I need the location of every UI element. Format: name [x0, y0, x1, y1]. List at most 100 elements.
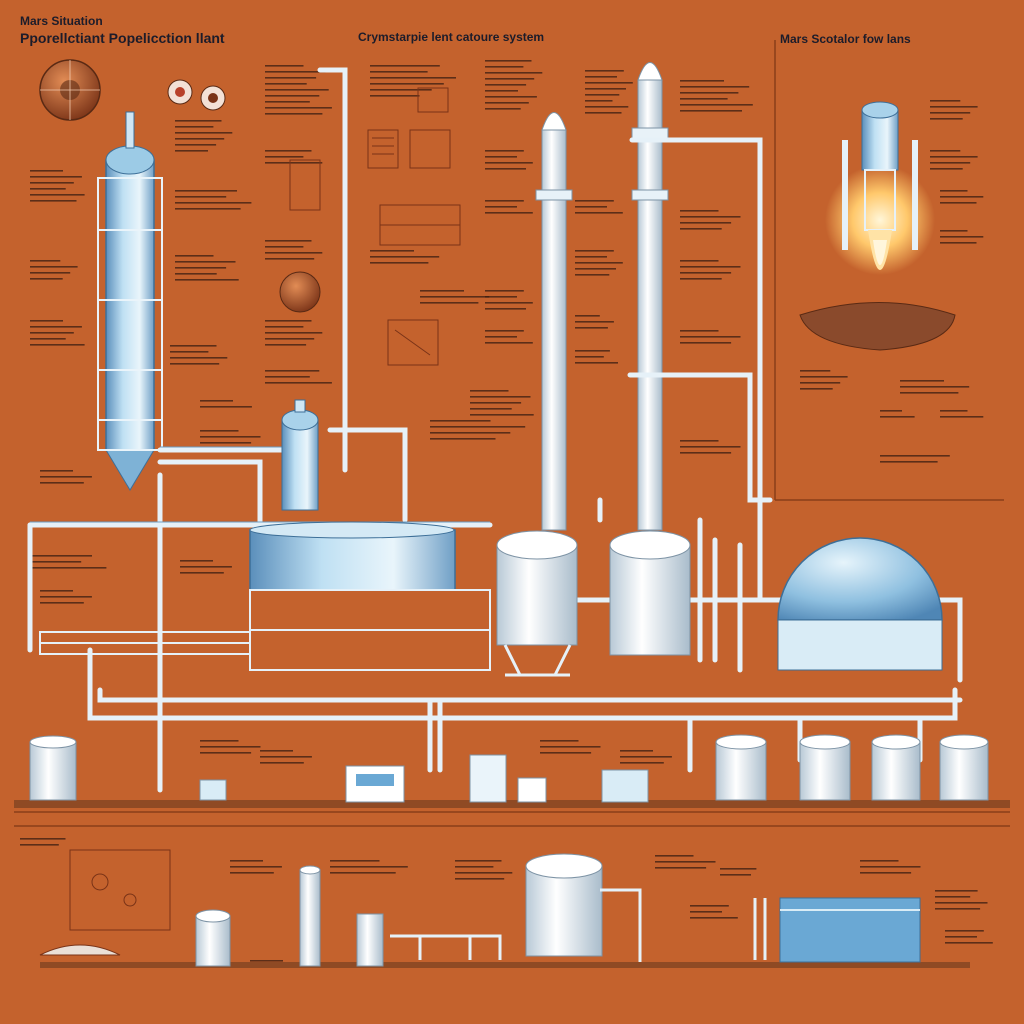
annotation-line	[485, 296, 517, 298]
annotation-line	[265, 156, 304, 158]
panel-frames	[14, 40, 1010, 827]
annotation-line	[575, 268, 616, 270]
planet-icon	[279, 271, 321, 313]
annotation-line	[175, 132, 233, 134]
annotation-line	[370, 89, 432, 91]
annotation-line	[940, 242, 977, 244]
annotation-line	[585, 112, 622, 114]
annotation-line	[265, 77, 317, 79]
annotation-line	[690, 917, 738, 919]
annotation-line	[485, 206, 517, 208]
annotation-line	[265, 332, 323, 334]
pipe-outline	[30, 446, 490, 523]
process-tank-main	[249, 521, 456, 591]
annotation-line	[30, 344, 85, 346]
annotation-line	[680, 446, 741, 448]
annotation-line	[585, 94, 620, 96]
annotation-line	[680, 216, 741, 218]
sample-dish-icon	[167, 79, 226, 111]
annotation-line	[265, 71, 326, 73]
annotation-line	[200, 400, 233, 402]
annotation-line	[485, 96, 537, 98]
annotation-line	[880, 461, 938, 463]
annotation-line	[485, 302, 533, 304]
annotation-line	[930, 100, 961, 102]
annotation-line	[20, 844, 59, 846]
annotation-line	[930, 106, 978, 108]
annotation-line	[680, 104, 753, 106]
annotation-line	[455, 878, 505, 880]
annotation-line	[175, 279, 239, 281]
annotation-line	[180, 572, 224, 574]
annotation-line	[175, 208, 241, 210]
annotation-line	[430, 420, 491, 422]
annotation-line	[485, 212, 533, 214]
annotation-line	[265, 320, 312, 322]
annotation-line	[30, 272, 71, 274]
annotation-line	[575, 200, 614, 202]
annotation-line	[585, 82, 633, 84]
platform-rail	[39, 589, 491, 671]
small-storage-tanks	[29, 734, 989, 801]
annotation-line	[620, 756, 672, 758]
annotation-line	[860, 866, 921, 868]
annotation-line	[420, 290, 464, 292]
reactor-vessel	[281, 399, 319, 511]
annotation-line	[690, 905, 729, 907]
annotation-line	[265, 246, 304, 248]
annotation-line	[455, 872, 513, 874]
annotation-line	[30, 266, 78, 268]
annotation-line	[265, 326, 304, 328]
title-left-line2: Pporellctiant Popelicction llant	[20, 30, 225, 46]
annotation-line	[265, 344, 307, 346]
title-right: Mars Scotalor fow lans	[780, 32, 911, 46]
annotation-line	[945, 942, 993, 944]
annotation-line	[585, 100, 613, 102]
annotation-line	[680, 272, 732, 274]
annotation-line	[265, 101, 310, 103]
annotation-line	[200, 442, 252, 444]
annotation-line	[20, 838, 66, 840]
annotation-line	[935, 890, 978, 892]
annotation-line	[470, 396, 531, 398]
storage-dome	[777, 537, 943, 671]
annotation-line	[940, 190, 968, 192]
annotation-line	[230, 872, 274, 874]
bottom-equipment	[195, 853, 921, 967]
annotation-line	[265, 376, 310, 378]
annotation-line	[720, 868, 757, 870]
annotation-line	[485, 150, 524, 152]
annotation-line	[265, 107, 332, 109]
annotation-line	[575, 315, 600, 317]
annotation-line	[175, 255, 214, 257]
annotation-line	[175, 196, 227, 198]
annotation-line	[655, 861, 716, 863]
annotation-line	[430, 438, 496, 440]
bottom-pipes	[390, 888, 767, 962]
annotation-line	[930, 168, 963, 170]
annotation-line	[900, 386, 970, 388]
annotation-line	[940, 196, 984, 198]
bottom-schematic	[39, 849, 171, 956]
annotation-line	[540, 752, 592, 754]
annotation-line	[485, 162, 533, 164]
annotation-line	[30, 561, 82, 563]
annotation-line	[680, 440, 719, 442]
annotation-line	[370, 71, 428, 73]
annotation-line	[485, 156, 517, 158]
annotation-line	[200, 746, 261, 748]
annotation-line	[935, 896, 971, 898]
annotation-line	[680, 330, 719, 332]
annotation-line	[575, 362, 618, 364]
annotation-line	[455, 866, 494, 868]
annotation-line	[250, 960, 283, 962]
annotation-line	[370, 65, 440, 67]
flame-icon	[868, 230, 892, 270]
annotation-line	[680, 452, 732, 454]
annotation-line	[230, 860, 263, 862]
annotation-line	[40, 482, 84, 484]
annotation-line	[485, 90, 518, 92]
annotation-line	[30, 567, 107, 569]
annotation-line	[680, 110, 742, 112]
